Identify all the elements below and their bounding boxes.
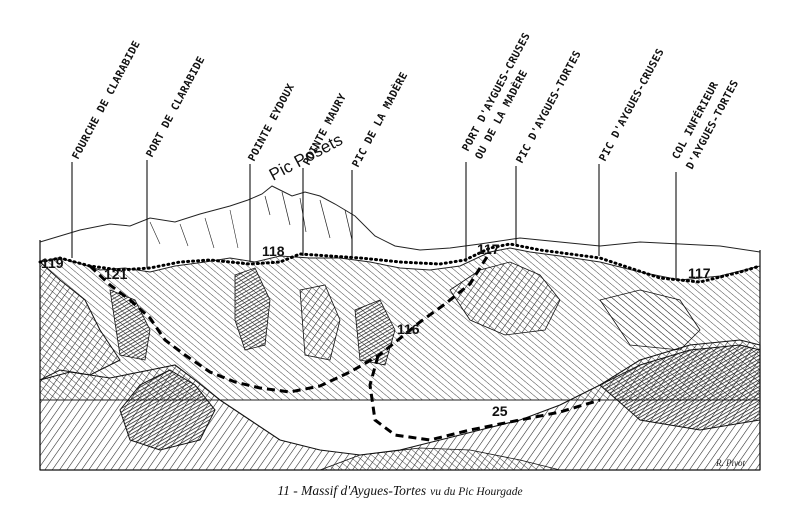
artist-signature: R. Pivot — [715, 458, 745, 468]
label-port-de-clarabide: PORT DE CLARABIDE — [144, 54, 207, 159]
caption-subtitle: vu du Pic Hourgade — [430, 486, 523, 498]
caption-title: 11 - Massif d'Aygues-Tortes — [277, 483, 427, 498]
route-number-118: 118 — [262, 243, 285, 259]
leader-lines — [71, 160, 677, 280]
foreground-rocks — [39, 260, 761, 471]
route-number-117-left: 117 — [477, 241, 500, 257]
label-pic-daygues-tortes: PIC D'AYGUES-TORTES — [514, 49, 584, 166]
route-number-25: 25 — [492, 403, 508, 419]
dashed-lower-route — [368, 355, 601, 442]
frame — [39, 240, 761, 471]
mid-ground-massif — [39, 247, 761, 401]
label-pointe-eydoux: POINTE EYDOUX — [246, 81, 297, 163]
label-pic-daygues-cruses: PIC D'AYGUES-CRUSES — [597, 47, 667, 164]
route-number-117-right: 117 — [688, 265, 711, 281]
route-number-121: 121 — [104, 266, 128, 282]
route-number-116: 116 — [397, 321, 420, 337]
distant-ridge — [39, 185, 761, 253]
label-pic-de-la-madere: PIC DE LA MADÈRE — [349, 70, 410, 170]
route-number-119: 119 — [41, 255, 64, 271]
dotted-ridge-route — [38, 242, 762, 284]
figure-caption: 11 - Massif d'Aygues-Tortes vu du Pic Ho… — [0, 482, 800, 500]
label-fourche-de-clarabide: FOURCHE DE CLARABIDE — [70, 39, 143, 162]
